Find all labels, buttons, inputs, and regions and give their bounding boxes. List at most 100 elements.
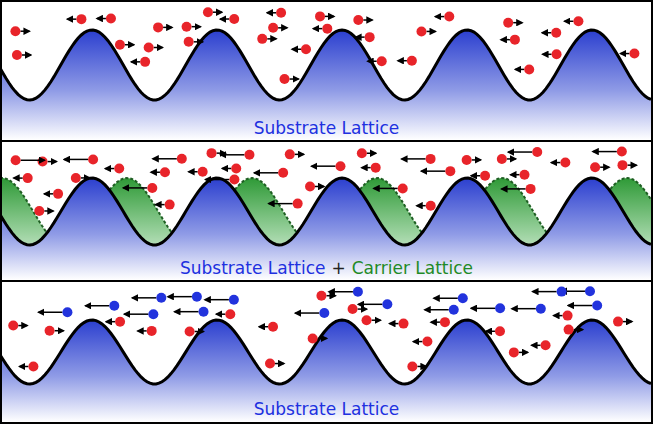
particle-dot	[265, 359, 275, 369]
velocity-arrow	[205, 299, 229, 301]
particle	[593, 147, 627, 157]
velocity-arrow	[48, 161, 57, 163]
particle	[462, 155, 481, 165]
particle-dot	[257, 34, 267, 44]
velocity-arrow	[533, 291, 557, 293]
particle	[44, 189, 63, 199]
particle-dot	[198, 167, 208, 177]
particle	[14, 173, 33, 183]
particle-dot	[458, 293, 468, 303]
velocity-arrow	[22, 54, 31, 56]
velocity-arrow	[326, 295, 335, 297]
particle	[512, 304, 546, 314]
particle-dot	[8, 321, 18, 331]
particle-dot	[301, 44, 311, 54]
particle-dot	[115, 317, 125, 327]
particle-dot	[444, 12, 454, 22]
velocity-arrow	[374, 188, 398, 190]
particle-dot	[62, 307, 72, 317]
velocity-arrow	[358, 308, 367, 310]
lattice-label: +	[332, 258, 346, 278]
velocity-arrow	[267, 12, 276, 14]
velocity-arrow	[425, 309, 449, 311]
particle	[123, 183, 157, 193]
particle	[358, 299, 392, 309]
velocity-arrow	[217, 152, 226, 154]
particle-dot	[315, 11, 325, 21]
particle	[189, 167, 208, 177]
particle-dot	[353, 15, 363, 25]
particle-dot	[147, 183, 157, 193]
velocity-arrow	[511, 174, 520, 176]
velocity-arrow	[362, 167, 371, 169]
particle-dot	[551, 28, 561, 38]
velocity-arrow	[417, 366, 426, 368]
velocity-arrow	[20, 30, 29, 32]
velocity-arrow	[192, 26, 201, 28]
particle	[532, 340, 551, 350]
particle-dot	[524, 64, 534, 74]
velocity-arrow	[189, 171, 198, 173]
velocity-arrow	[472, 159, 481, 161]
panel-divider	[0, 280, 653, 282]
particle-dot	[532, 147, 542, 157]
particle	[356, 32, 375, 42]
particle-dot	[244, 150, 254, 160]
particle-dot	[144, 43, 154, 53]
velocity-arrow	[44, 210, 53, 212]
particle	[182, 22, 201, 32]
particle-dot	[276, 8, 286, 18]
particle-dot	[268, 23, 278, 33]
velocity-arrow	[356, 36, 365, 38]
particle	[417, 201, 436, 211]
particle	[471, 171, 490, 181]
particle	[551, 158, 570, 168]
particle-dot	[45, 326, 55, 336]
velocity-arrow	[501, 39, 510, 41]
particle	[38, 307, 72, 317]
particle-dot	[422, 337, 432, 347]
particle	[554, 311, 573, 321]
caption-row: Substrate Lattice	[0, 118, 653, 138]
particle	[435, 12, 454, 22]
particle-dot	[335, 161, 345, 171]
particle	[205, 295, 239, 305]
velocity-arrow	[295, 154, 304, 156]
lattice-label: Substrate Lattice	[180, 258, 326, 278]
particle	[590, 162, 609, 172]
particle-dot	[177, 154, 187, 164]
particle	[434, 293, 468, 303]
particle-dot	[140, 57, 150, 67]
particle	[305, 181, 324, 191]
velocity-arrow	[515, 69, 524, 71]
particle-dot	[231, 163, 241, 173]
particle-dot	[229, 14, 239, 24]
particle-dot	[147, 326, 157, 336]
velocity-arrow	[154, 47, 163, 49]
particle	[425, 305, 459, 315]
particle	[398, 56, 417, 66]
particle	[421, 166, 455, 176]
particle-dot	[285, 149, 295, 159]
particle-dot	[203, 7, 213, 17]
particle-dot	[156, 293, 166, 303]
particle	[617, 160, 636, 170]
velocity-arrow	[259, 326, 268, 328]
velocity-arrow	[220, 18, 229, 20]
velocity-arrow	[431, 321, 440, 323]
particle	[156, 200, 175, 210]
particle-dot	[153, 22, 163, 32]
particle	[222, 163, 241, 173]
particle-dot	[445, 166, 455, 176]
particle	[34, 206, 53, 216]
velocity-arrow	[311, 165, 335, 167]
particle-dot	[526, 184, 536, 194]
velocity-arrow	[105, 168, 114, 170]
particle	[362, 315, 381, 325]
particle-dot	[398, 183, 408, 193]
particle-dot	[106, 14, 116, 24]
velocity-arrow	[132, 297, 156, 299]
particle-dot	[416, 26, 426, 36]
substrate-lattice-curve	[0, 178, 651, 245]
